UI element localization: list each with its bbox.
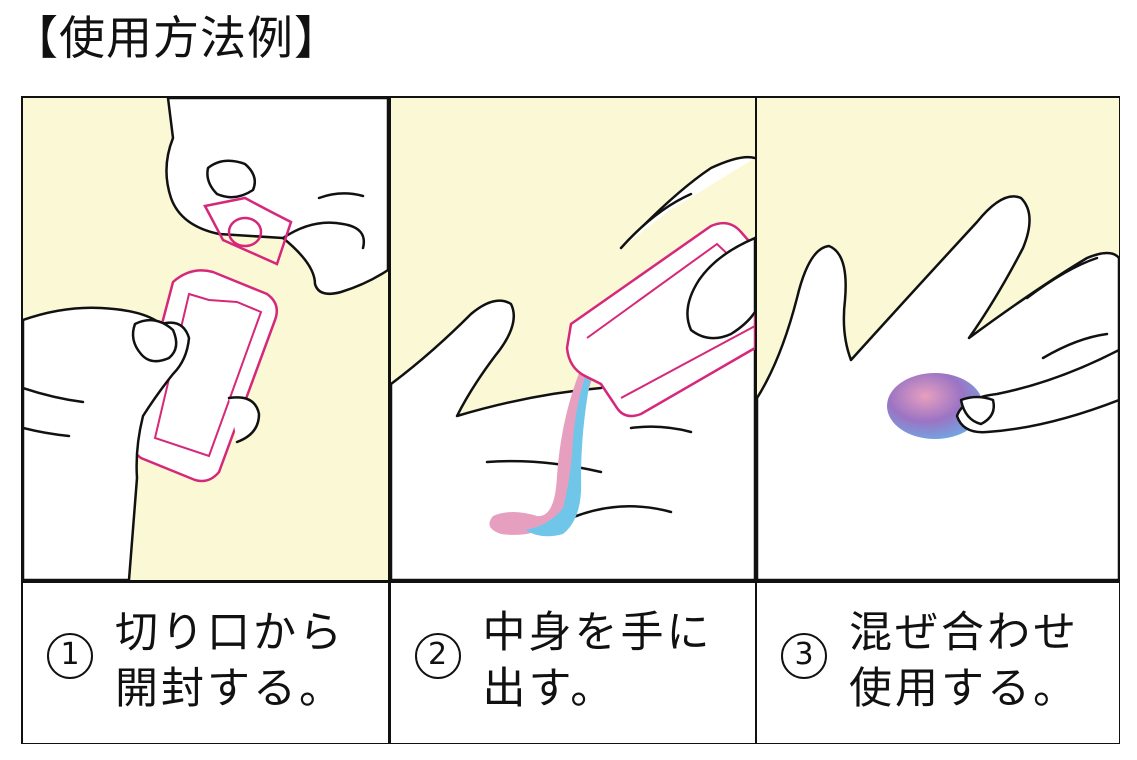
page-title: 【使用方法例】 (12, 11, 341, 65)
step-2-line-1: 中身を手に (482, 608, 713, 658)
instruction-grid: 1 切り口から 開封する。 2 中身を手に 出す。 3 混ぜ合わせ 使用する。 (21, 96, 1120, 744)
step-3-line-2: 使用する。 (849, 664, 1079, 714)
dispense-cream-illustration (390, 155, 755, 580)
step-1-illustration (23, 98, 388, 580)
divider-1 (388, 98, 391, 742)
step-2-caption: 2 中身を手に 出す。 (390, 583, 755, 743)
step-1-caption: 1 切り口から 開封する。 (23, 583, 388, 743)
mix-cream-illustration (757, 195, 1119, 580)
step-3-illustration (757, 98, 1119, 580)
open-sachet-illustration (23, 98, 388, 580)
step-number-badge: 2 (414, 633, 461, 679)
step-3-line-1: 混ぜ合わせ (849, 608, 1079, 658)
step-1-line-1: 切り口から (115, 608, 345, 658)
step-2-illustration (390, 98, 755, 580)
divider-2 (754, 98, 757, 742)
step-number-badge: 1 (47, 633, 93, 679)
step-3-caption: 3 混ぜ合わせ 使用する。 (757, 583, 1119, 743)
step-number-badge: 3 (781, 633, 827, 679)
caption-divider (23, 580, 1118, 583)
step-2-line-2: 出す。 (482, 664, 617, 714)
step-1-line-2: 開封する。 (115, 664, 345, 714)
